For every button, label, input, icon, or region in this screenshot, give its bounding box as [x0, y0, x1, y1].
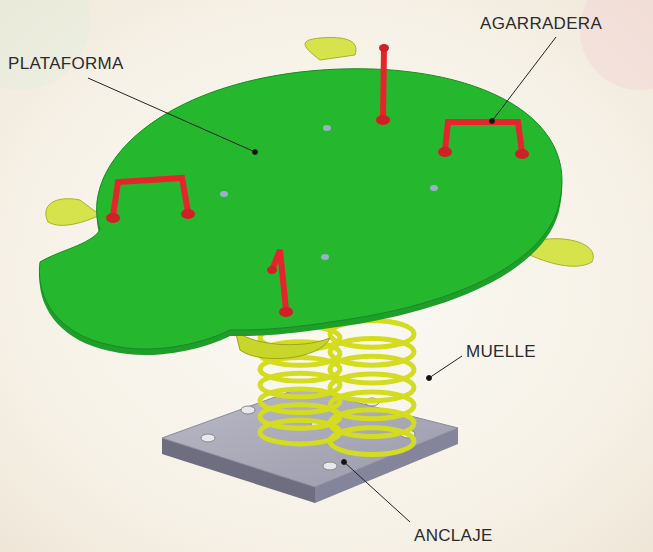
handle-feet	[106, 44, 529, 317]
background-blob	[580, 0, 653, 90]
anchor-plate	[162, 388, 458, 503]
part-label: PLATAFORMA	[8, 54, 124, 74]
part-label: MUELLE	[466, 342, 536, 362]
leader-lines	[88, 37, 556, 522]
platform	[39, 69, 562, 355]
spring-coils	[260, 321, 414, 455]
part-label: AGARRADERA	[480, 14, 602, 34]
part-label: ANCLAJE	[414, 526, 493, 546]
handles	[113, 48, 522, 310]
spring-turn	[330, 428, 414, 455]
background-blob	[0, 0, 90, 90]
